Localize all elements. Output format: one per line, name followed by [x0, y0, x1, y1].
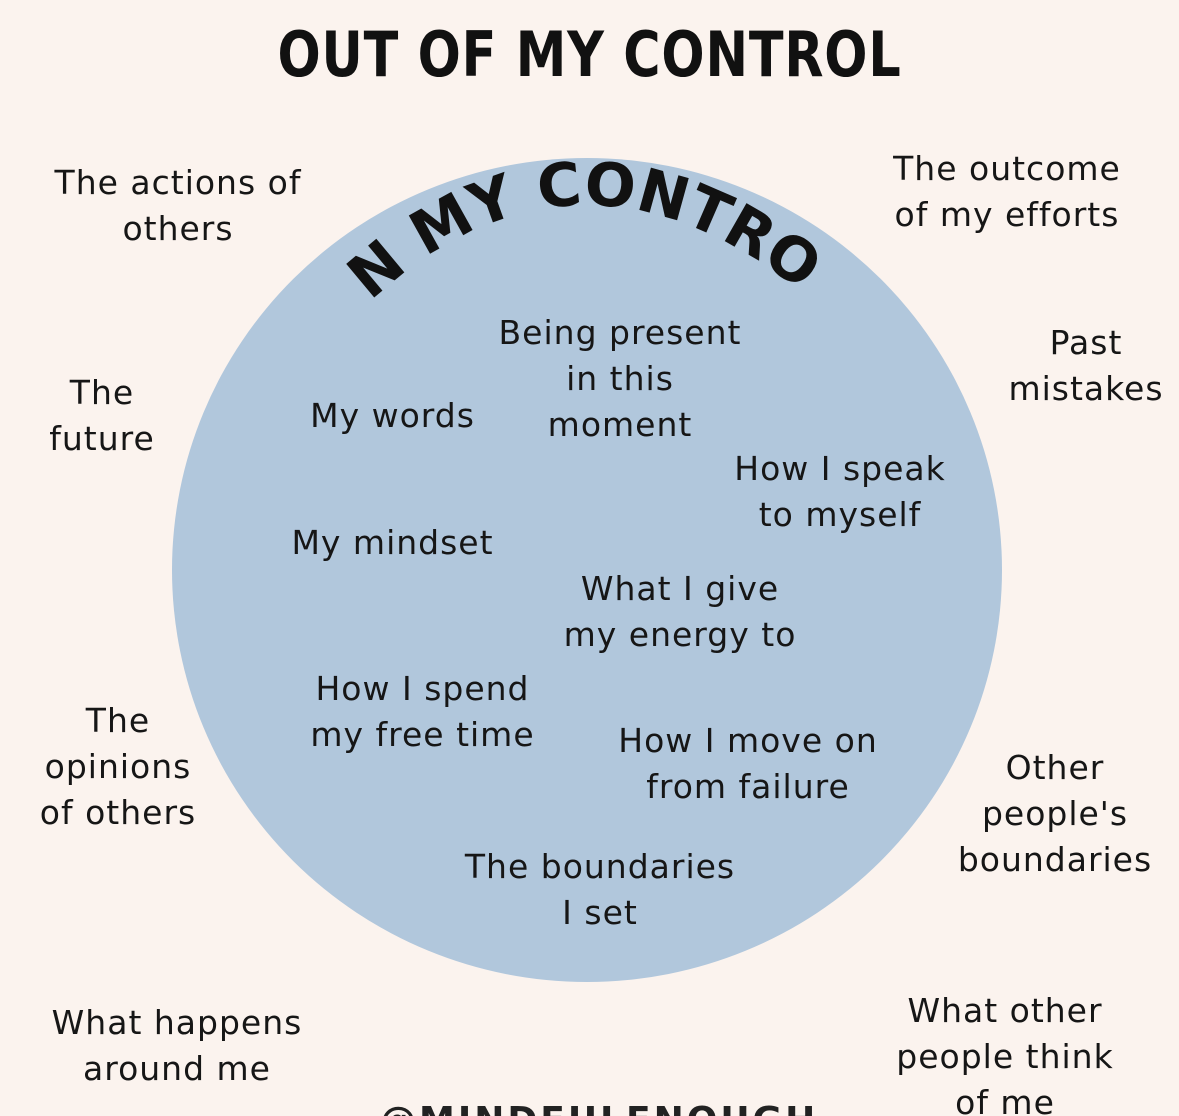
note-outcome-of-efforts: The outcome of my efforts [893, 149, 1121, 234]
note-past-mistakes: Past mistakes [1008, 323, 1164, 408]
note-the-future: The future [49, 373, 155, 458]
note-my-words: My words [310, 396, 475, 435]
note-what-other-people-think: What other people think of me [896, 991, 1114, 1116]
note-opinions-of-others: The opinions of others [39, 701, 197, 832]
note-boundaries-i-set: The boundaries I set [464, 847, 736, 932]
note-what-i-give-energy: What I give my energy to [563, 569, 797, 654]
note-what-happens-around-me: What happens around me [51, 1003, 303, 1088]
note-how-i-speak: How I speak to myself [734, 449, 946, 534]
page-title: OUT OF MY CONTROL [277, 18, 902, 91]
note-other-peoples-boundaries: Other people's boundaries [957, 748, 1153, 879]
note-my-mindset: My mindset [291, 523, 494, 562]
in-my-control-circle [172, 158, 1002, 982]
note-being-present: Being present in this moment [498, 313, 742, 444]
footer-handle: @MINDFULENOUGH [380, 1100, 818, 1116]
note-actions-of-others: The actions of others [54, 163, 302, 248]
note-how-i-move-on: How I move on from failure [618, 721, 878, 806]
note-how-i-spend-time: How I spend my free time [310, 669, 535, 754]
